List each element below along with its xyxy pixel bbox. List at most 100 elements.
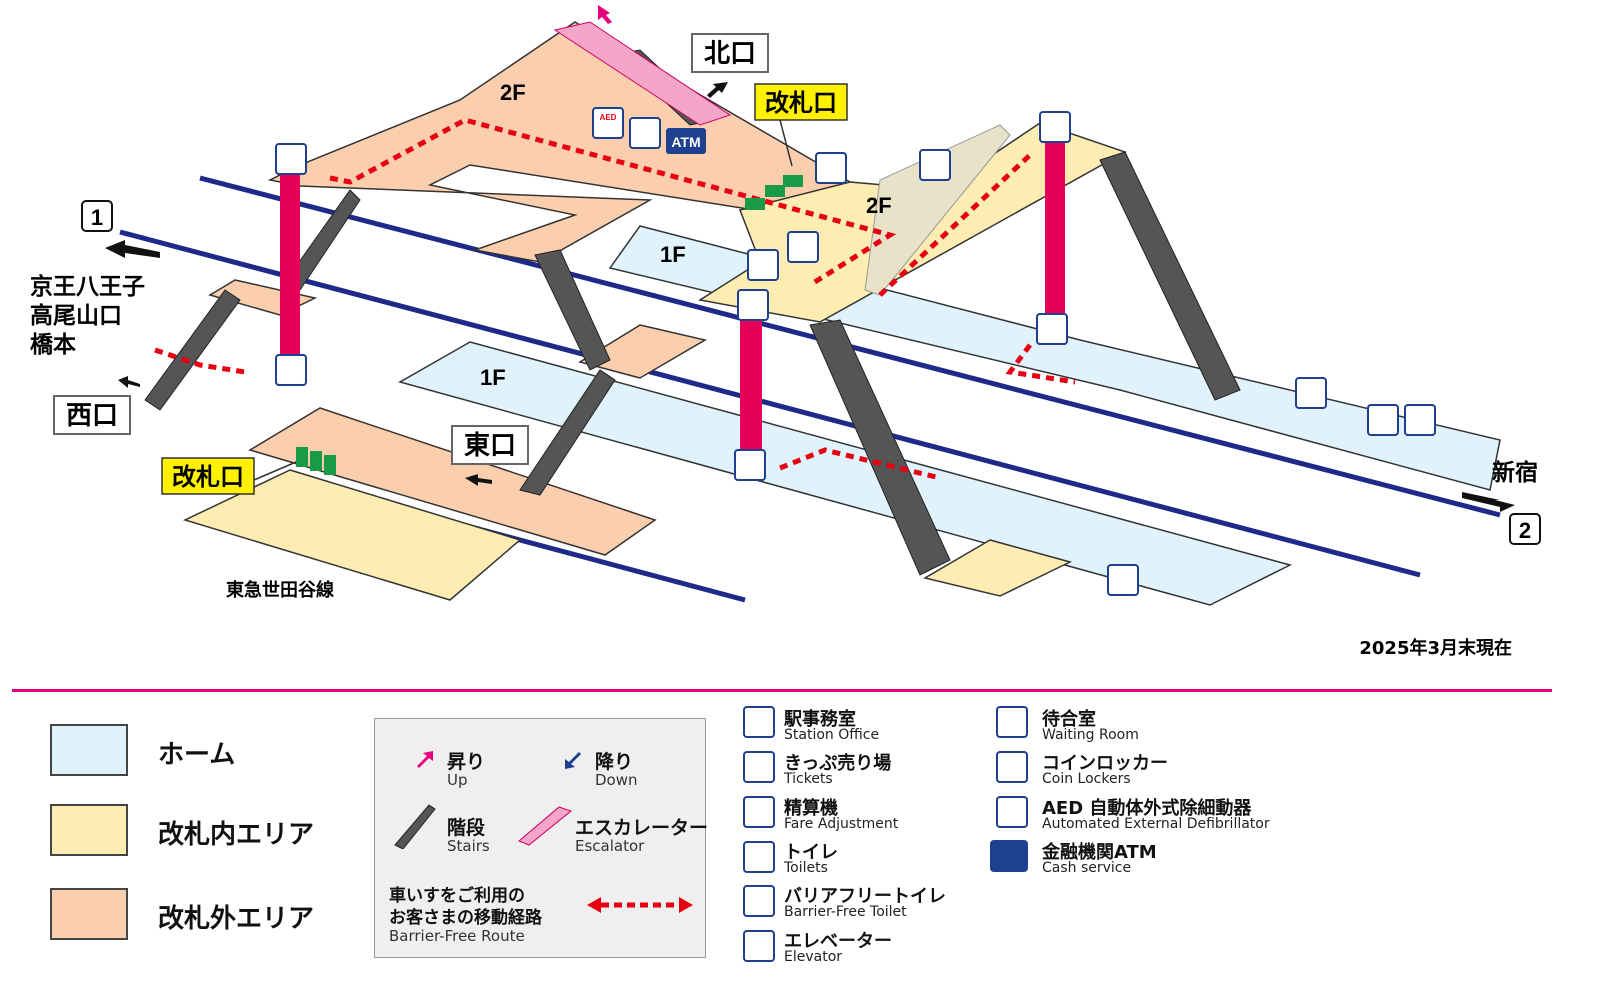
up-label: 昇り: [447, 751, 486, 773]
direction-west-3: 橋本: [30, 332, 76, 358]
elevator-shaft: [280, 175, 300, 355]
platform-number: 2: [1519, 518, 1531, 543]
exit-arrows: [105, 82, 1515, 512]
facility-label: AED 自動体外式除細動器: [1042, 798, 1252, 819]
legend-label-unpaid: 改札外エリア: [158, 904, 315, 934]
toilets-icon: [1367, 404, 1399, 436]
platform-paid-strip: [923, 539, 1073, 597]
down-arrow-icon: [565, 752, 581, 769]
ticket-gate: [765, 185, 785, 197]
tickets-icon: [629, 117, 661, 149]
stairs: [144, 289, 241, 411]
facility-label: バリアフリートイレ: [784, 886, 946, 907]
west-exit-box: [53, 395, 131, 435]
legend-label-platform: ホーム: [158, 740, 236, 770]
escalator-label-en: Escalator: [575, 837, 645, 855]
route-line: [878, 153, 1032, 297]
waiting-room-icon: [1295, 377, 1327, 409]
route-line: [329, 117, 897, 288]
facility-label-en: Elevator: [784, 949, 843, 965]
platform-number-box: [1509, 513, 1541, 545]
route-label-1: 車いすをご利用の: [389, 886, 525, 906]
facility-label: エレベーター: [784, 931, 892, 952]
platform-number: 1: [91, 205, 103, 230]
symbol-legend: 昇り Up 降り Down 階段 Stairs エスカレーター Escalato…: [374, 718, 709, 958]
ticket-gate: [310, 451, 322, 471]
arrow-up-escalator: [598, 5, 612, 24]
route-label-2: お客さまの移動経路: [389, 908, 542, 928]
stairs: [534, 249, 611, 371]
platform-lower: [398, 341, 1293, 606]
route-label-en: Barrier-Free Route: [389, 927, 525, 945]
stairs-icon: [394, 804, 436, 849]
facility-label-en: Coin Lockers: [1042, 771, 1131, 787]
fare-adjustment-icon: [919, 149, 951, 181]
waiting-room-icon: [1107, 564, 1139, 596]
legend-swatch-platform: [50, 724, 128, 776]
stairs-label-en: Stairs: [447, 837, 490, 855]
elevator-icon: [1039, 111, 1071, 143]
direction-east: 新宿: [1492, 459, 1538, 486]
route-line: [154, 347, 246, 375]
map-icons: [275, 107, 1436, 596]
route-line: [779, 447, 941, 481]
floor-label: 2F: [500, 80, 526, 105]
barrier-free-toilet-icon: [743, 885, 775, 917]
facility-label-en: Automated External Defibrillator: [1042, 816, 1270, 832]
stairs: [809, 319, 951, 576]
escalator-label: エスカレーター: [575, 817, 709, 839]
ticket-gate-leader: [253, 461, 297, 481]
arrow-west-direction: [105, 240, 160, 258]
barrier-free-toilet-icon: [1404, 404, 1436, 436]
east-exit-label: 東口: [464, 431, 516, 461]
up-label-en: Up: [447, 771, 468, 789]
aed-text: AED: [600, 113, 617, 122]
coin-lockers-icon: [996, 751, 1028, 783]
tickets-icon: [743, 751, 775, 783]
ticket-gate-label-north: 改札口: [765, 89, 837, 117]
ticket-gate-label-south: 改札口: [172, 463, 244, 491]
floor-label: 1F: [660, 242, 686, 267]
telephone-icon: [747, 249, 779, 281]
facility-label: 精算機: [784, 798, 838, 819]
track-line: [119, 229, 1421, 578]
east-exit-box: [451, 425, 529, 465]
barrier-free-route-icon: [587, 897, 693, 913]
elevator-shaft: [740, 320, 762, 460]
elevator-icon: [737, 289, 769, 321]
facility-label: 金融機関ATM: [1042, 842, 1157, 863]
legend-divider: [12, 689, 1552, 692]
north-exit-box: [691, 33, 769, 73]
ticket-gate-leader: [779, 119, 793, 167]
floor-label: 1F: [480, 365, 506, 390]
direction-west-1: 京王八王子: [30, 273, 145, 300]
facility-label-en: Toilets: [784, 860, 828, 876]
facility-label: 待合室: [1042, 709, 1096, 730]
facility-label-en: Waiting Room: [1042, 727, 1139, 743]
legend-swatch-unpaid: [50, 888, 128, 940]
ticket-gate-label-box: [754, 83, 848, 121]
facility-label-en: Station Office: [784, 727, 880, 743]
atm-icon: [990, 840, 1028, 872]
legend-swatch-paid: [50, 804, 128, 856]
coin-lockers-icon: [787, 231, 819, 263]
facility-label-en: Barrier-Free Toilet: [784, 904, 907, 920]
arrow-north-exit: [707, 82, 728, 98]
ticket-gate-label-box: [161, 457, 255, 495]
facility-label-en: Cash service: [1042, 860, 1132, 876]
elevator-icon: [734, 449, 766, 481]
down-label: 降り: [595, 751, 634, 773]
station-map: ATM AED 2F 2F 1F 1F 北口 西口 東口 改札口 改札口 1 2…: [30, 5, 1541, 659]
facility-label: コインロッカー: [1042, 753, 1168, 774]
stairs: [1099, 151, 1241, 401]
elevator-icon: [1036, 313, 1068, 345]
escalator-north: [553, 21, 732, 126]
as-of-date: 2025年3月末現在: [1359, 637, 1512, 659]
up-arrow-icon: [417, 751, 433, 768]
legend-label-paid: 改札内エリア: [158, 820, 315, 850]
facility-label: トイレ: [784, 842, 838, 863]
elevator-icon: [275, 354, 307, 386]
ticket-gate: [745, 198, 765, 210]
escalator: [864, 124, 1011, 296]
north-exit-label: 北口: [704, 39, 756, 69]
